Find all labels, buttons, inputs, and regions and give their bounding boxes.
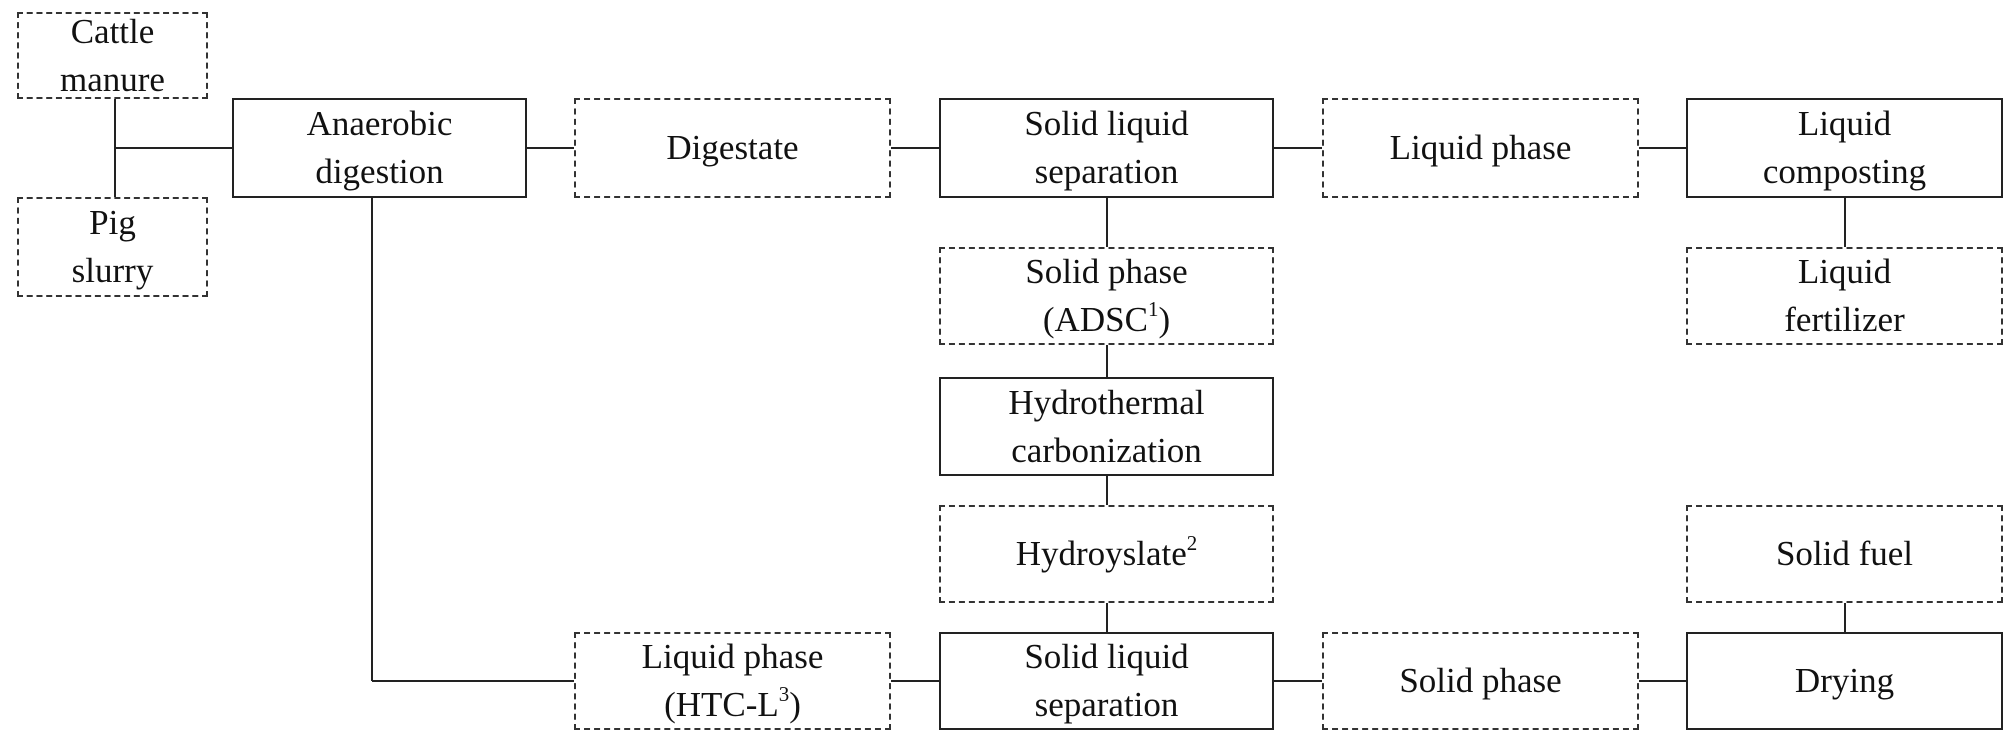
node-adsc-line2-close: ) (1158, 300, 1171, 339)
node-sls-top-line2: separation (1034, 152, 1179, 191)
node-liquid-phase-top-line1: Liquid phase (1389, 128, 1572, 167)
node-liquid-phase-htcl: Liquid phase (HTC-L3) (574, 632, 891, 730)
node-hydrothermal-carbonization: Hydrothermal carbonization (939, 377, 1274, 476)
node-htc-line1: Hydrothermal (1008, 382, 1205, 422)
node-drying-line1: Drying (1794, 661, 1895, 700)
node-cattle-manure-line1: Cattle (70, 11, 155, 51)
node-cattle-manure: Cattle manure (17, 12, 208, 99)
node-liquid-composting-line1: Liquid (1797, 104, 1892, 143)
node-adsc-footnote-marker: 1 (1147, 297, 1159, 321)
node-htcl-line1: Liquid phase (641, 637, 824, 676)
node-solid-liquid-separation-top: Solid liquid separation (939, 98, 1274, 198)
node-hydroysate-footnote-marker: 2 (1186, 531, 1198, 555)
node-htcl-line2-close: ) (789, 685, 801, 724)
node-adsc-line1: Solid phase (1025, 252, 1188, 291)
node-hydroysate: Hydroyslate2 (939, 505, 1274, 603)
node-sls-top-line1: Solid liquid (1024, 104, 1189, 143)
node-solid-phase-adsc: Solid phase (ADSC1) (939, 247, 1274, 345)
node-sls-bottom-line1: Solid liquid (1024, 637, 1189, 676)
node-sls-bottom-line2: separation (1034, 685, 1179, 724)
node-htcl-line2-text: (HTC-L (664, 685, 779, 724)
node-liquid-fertilizer: Liquid fertilizer (1686, 247, 2003, 345)
node-solid-phase-bottom-line1: Solid phase (1399, 661, 1562, 700)
node-liquid-composting: Liquid composting (1686, 98, 2003, 198)
node-liquid-fertilizer-line1: Liquid (1797, 252, 1892, 291)
node-adsc-line2: (ADSC1) (1043, 296, 1170, 344)
node-hydroysate-line1: Hydroyslate2 (1016, 530, 1198, 578)
node-solid-liquid-separation-bottom: Solid liquid separation (939, 632, 1274, 730)
node-solid-fuel: Solid fuel (1686, 505, 2003, 603)
node-hydroysate-text: Hydroyslate (1015, 534, 1187, 573)
node-anaerobic-digestion: Anaerobic digestion (232, 98, 527, 198)
node-solid-fuel-line1: Solid fuel (1775, 534, 1914, 573)
node-liquid-composting-line2: composting (1762, 152, 1927, 191)
node-cattle-manure-line2: manure (60, 59, 165, 99)
node-adsc-line2-text: (ADSC (1042, 300, 1148, 339)
node-htcl-footnote-marker: 3 (778, 682, 790, 706)
node-liquid-phase-top: Liquid phase (1322, 98, 1639, 198)
node-digestate: Digestate (574, 98, 891, 198)
node-liquid-fertilizer-line2: fertilizer (1784, 300, 1905, 339)
node-pig-slurry: Pig slurry (17, 197, 208, 297)
node-solid-phase-bottom: Solid phase (1322, 632, 1639, 730)
node-htc-line2: carbonization (1011, 430, 1202, 470)
node-pig-slurry-line1: Pig (89, 203, 136, 242)
node-digestate-line1: Digestate (666, 128, 799, 167)
node-anaerobic-digestion-line1: Anaerobic (306, 104, 453, 143)
node-htcl-line2: (HTC-L3) (664, 681, 801, 729)
node-anaerobic-digestion-line2: digestion (315, 152, 444, 191)
node-drying: Drying (1686, 632, 2003, 730)
node-pig-slurry-line2: slurry (71, 251, 154, 290)
